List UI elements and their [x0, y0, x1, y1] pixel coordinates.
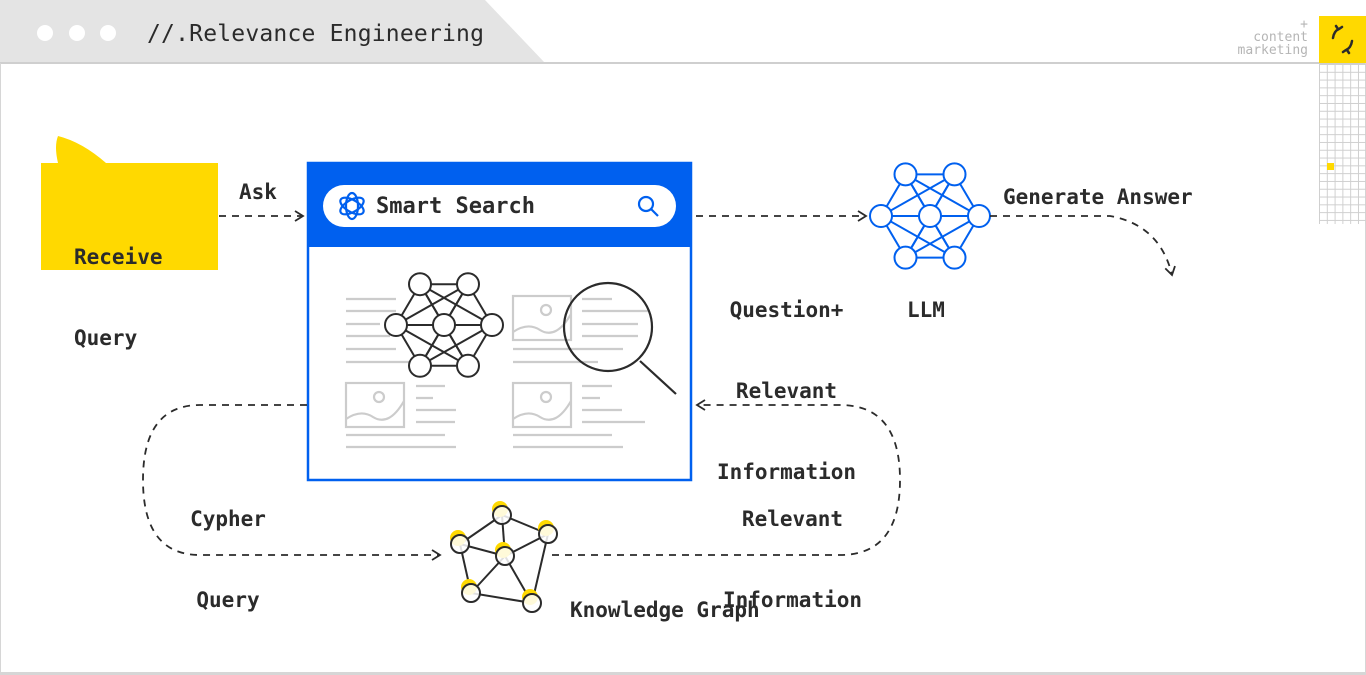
window-title: //.Relevance Engineering: [147, 21, 485, 47]
window-control-dot[interactable]: [37, 25, 53, 41]
network-node: [893, 245, 918, 270]
graph-node: [492, 505, 512, 525]
graph-node: [522, 593, 542, 613]
question-line3: Information: [716, 460, 857, 484]
knowledge-graph-icon: [450, 501, 558, 613]
bottom-border: [0, 672, 1366, 675]
network-node: [480, 313, 504, 337]
magnifier-icon: [562, 281, 677, 395]
grid-highlight-cell: [1327, 163, 1334, 170]
top-divider: [0, 62, 1366, 64]
image-placeholder-icon: [511, 381, 573, 429]
brand-plus: +: [1300, 17, 1308, 32]
smart-search-label[interactable]: Smart Search: [376, 194, 535, 219]
smart-search-window: [306, 161, 693, 482]
window-control-dot[interactable]: [100, 25, 116, 41]
graph-node: [538, 524, 558, 544]
speech-bubble-box: [41, 163, 218, 270]
receive-query-line1: Receive: [74, 245, 163, 269]
window-control-dot[interactable]: [69, 25, 85, 41]
graph-edge: [470, 592, 533, 604]
network-node: [893, 162, 918, 187]
brand-text: + content marketing: [1238, 18, 1308, 57]
image-placeholder-icon: [511, 294, 573, 342]
question-line2: Relevant: [735, 379, 838, 403]
network-node: [942, 162, 967, 187]
relevant-line1: Relevant: [741, 507, 844, 531]
network-node: [918, 204, 942, 228]
cypher-line1: Cypher: [190, 507, 266, 531]
question-information-label: Question+ Relevant Information: [709, 243, 864, 513]
window-tab: [0, 0, 545, 63]
speech-bubble-tail: [56, 136, 106, 163]
generate-answer-label: Generate Answer: [1003, 185, 1193, 209]
relevant-information-label: Relevant Information: [715, 452, 870, 641]
llm-label: LLM: [907, 298, 945, 322]
decorative-grid: [1319, 64, 1366, 224]
generate-answer-arrow: [990, 215, 1176, 277]
cypher-query-arrow: [142, 404, 442, 561]
brand-logo: [1319, 16, 1366, 63]
llm-network-icon: [869, 162, 991, 270]
openai-logo-icon: [339, 191, 365, 221]
neural-network-icon: [384, 272, 504, 378]
receive-query-node: [41, 136, 218, 270]
network-node: [456, 272, 480, 297]
graph-node: [461, 583, 481, 603]
graph-node: [450, 534, 470, 554]
bracket-logo-icon: [1331, 24, 1354, 55]
network-node: [408, 272, 432, 297]
knowledge-graph-label: Knowledge Graph: [570, 598, 760, 622]
network-node: [456, 353, 480, 378]
network-node: [942, 245, 967, 270]
receive-query-line2: Query: [74, 326, 138, 350]
network-node: [967, 204, 991, 228]
network-node: [869, 204, 893, 228]
left-border: [0, 63, 1, 673]
content-placeholders: [344, 294, 648, 449]
brand-line1: content: [1253, 30, 1308, 45]
search-bar[interactable]: [323, 185, 676, 227]
search-icon[interactable]: [637, 195, 659, 217]
brand-line2: marketing: [1237, 43, 1308, 58]
ask-label: Ask: [239, 180, 277, 204]
receive-query-label: Receive Query: [74, 190, 163, 379]
network-node: [384, 313, 408, 337]
network-node: [432, 313, 456, 337]
question-line1: Question+: [729, 298, 844, 322]
relevant-line2: Information: [722, 588, 863, 612]
cypher-line2: Query: [196, 588, 260, 612]
cypher-query-label: Cypher Query: [178, 452, 278, 641]
network-node: [408, 353, 432, 378]
graph-node: [495, 546, 515, 566]
image-placeholder-icon: [344, 381, 406, 429]
relevant-information-arrow: [552, 399, 901, 556]
